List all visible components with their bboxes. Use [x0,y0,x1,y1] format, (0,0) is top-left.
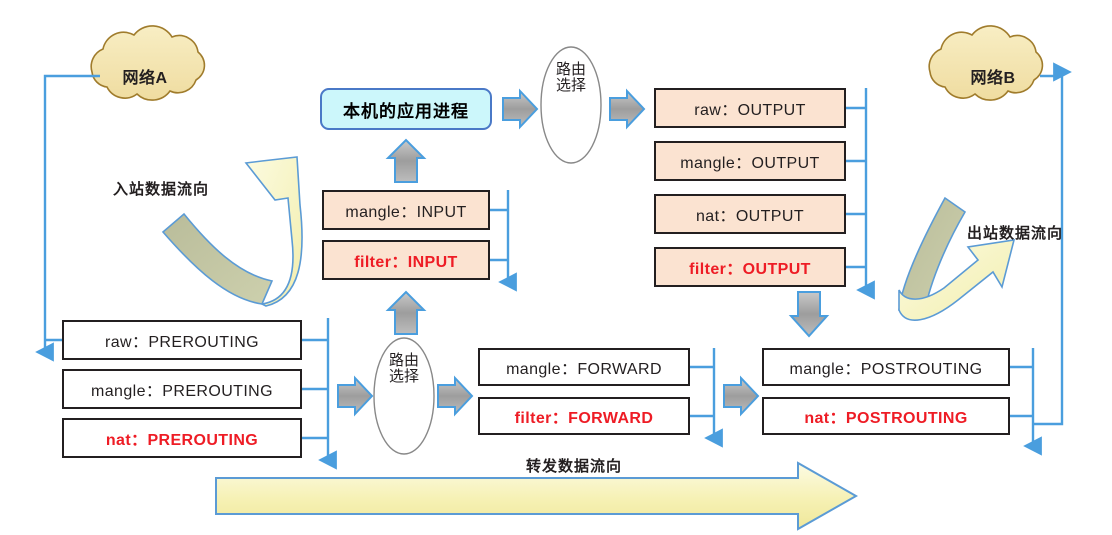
chain-label-nat-prerouting: nat：PREROUTING [105,432,259,449]
outbound-flow-arrow [898,196,1016,321]
block-arrow-prerouting-to-routing [337,375,374,417]
chain-box-mangle-input[interactable]: mangle：INPUT [322,190,490,230]
chain-box-mangle-prerouting[interactable]: mangle：PREROUTING [62,369,302,409]
block-arrow-input-to-app-process [385,138,427,183]
network-a-label: 网络A [122,70,168,87]
network-a-cloud-shape [90,25,206,101]
block-arrow-app-process-to-routing [502,88,539,130]
chain-box-mangle-forward[interactable]: mangle：FORWARD [478,348,690,386]
forward-flow-label: 转发数据流向 [526,458,623,475]
chain-label-nat-postrouting: nat：POSTROUTING [804,410,968,427]
chain-label-mangle-output: mangle：OUTPUT [680,155,820,172]
chain-box-mangle-postrouting[interactable]: mangle：POSTROUTING [762,348,1010,386]
routing-decision-output-label: 路由选择 [556,62,586,94]
block-arrow-forward-to-postrouting [723,375,760,417]
connector-network-a-to-prerouting [35,74,100,362]
chain-box-filter-input[interactable]: filter：INPUT [322,240,490,280]
connector-input-bus [490,190,517,292]
block-arrow-routing-to-forward [437,375,474,417]
block-arrow-routing-to-output [609,88,646,130]
routing-decision-prerouting-ellipse [373,337,435,455]
routing-decision-prerouting-text: 路由选择 [389,352,420,385]
chain-label-mangle-input: mangle：INPUT [345,204,467,221]
chain-label-raw-prerouting: raw：PREROUTING [104,334,260,351]
connector-output-bus [846,88,875,300]
chain-box-nat-output[interactable]: nat：OUTPUT [654,194,846,234]
chain-box-raw-prerouting[interactable]: raw：PREROUTING [62,320,302,360]
local-app-process-box[interactable]: 本机的应用进程 [320,88,492,130]
connector-postrouting-to-network-b [1010,62,1072,456]
chain-label-raw-output: raw：OUTPUT [694,102,806,119]
chain-label-mangle-postrouting: mangle：POSTROUTING [789,361,983,378]
network-b-label: 网络B [970,70,1016,87]
connector-prerouting-bus [302,318,337,470]
routing-decision-output-text: 路由选择 [556,61,587,94]
block-arrow-output-to-postrouting [788,291,830,338]
forward-flow-big-arrow [215,461,859,531]
chain-box-nat-postrouting[interactable]: nat：POSTROUTING [762,397,1010,435]
chain-label-filter-output: filter：OUTPUT [689,261,811,278]
chain-box-nat-prerouting[interactable]: nat：PREROUTING [62,418,302,458]
connector-forward-bus [690,348,723,448]
chain-box-raw-output[interactable]: raw：OUTPUT [654,88,846,128]
chain-box-filter-forward[interactable]: filter：FORWARD [478,397,690,435]
routing-decision-output-ellipse [540,46,602,164]
local-app-process-label: 本机的应用进程 [343,101,469,121]
block-arrow-routing-to-input [385,290,427,335]
inbound-flow-label: 入站数据流向 [113,181,210,198]
routing-decision-prerouting-label: 路由选择 [389,353,419,385]
chain-label-filter-forward: filter：FORWARD [514,410,654,427]
chain-label-mangle-forward: mangle：FORWARD [506,361,662,378]
inbound-flow-arrow [161,156,303,307]
chain-label-nat-output: nat：OUTPUT [695,208,804,225]
outbound-flow-label: 出站数据流向 [967,225,1064,242]
network-b-cloud-shape [928,25,1044,101]
chain-label-filter-input: filter：INPUT [354,254,458,271]
chain-box-mangle-output[interactable]: mangle：OUTPUT [654,141,846,181]
chain-label-mangle-prerouting: mangle：PREROUTING [91,383,273,400]
chain-box-filter-output[interactable]: filter：OUTPUT [654,247,846,287]
